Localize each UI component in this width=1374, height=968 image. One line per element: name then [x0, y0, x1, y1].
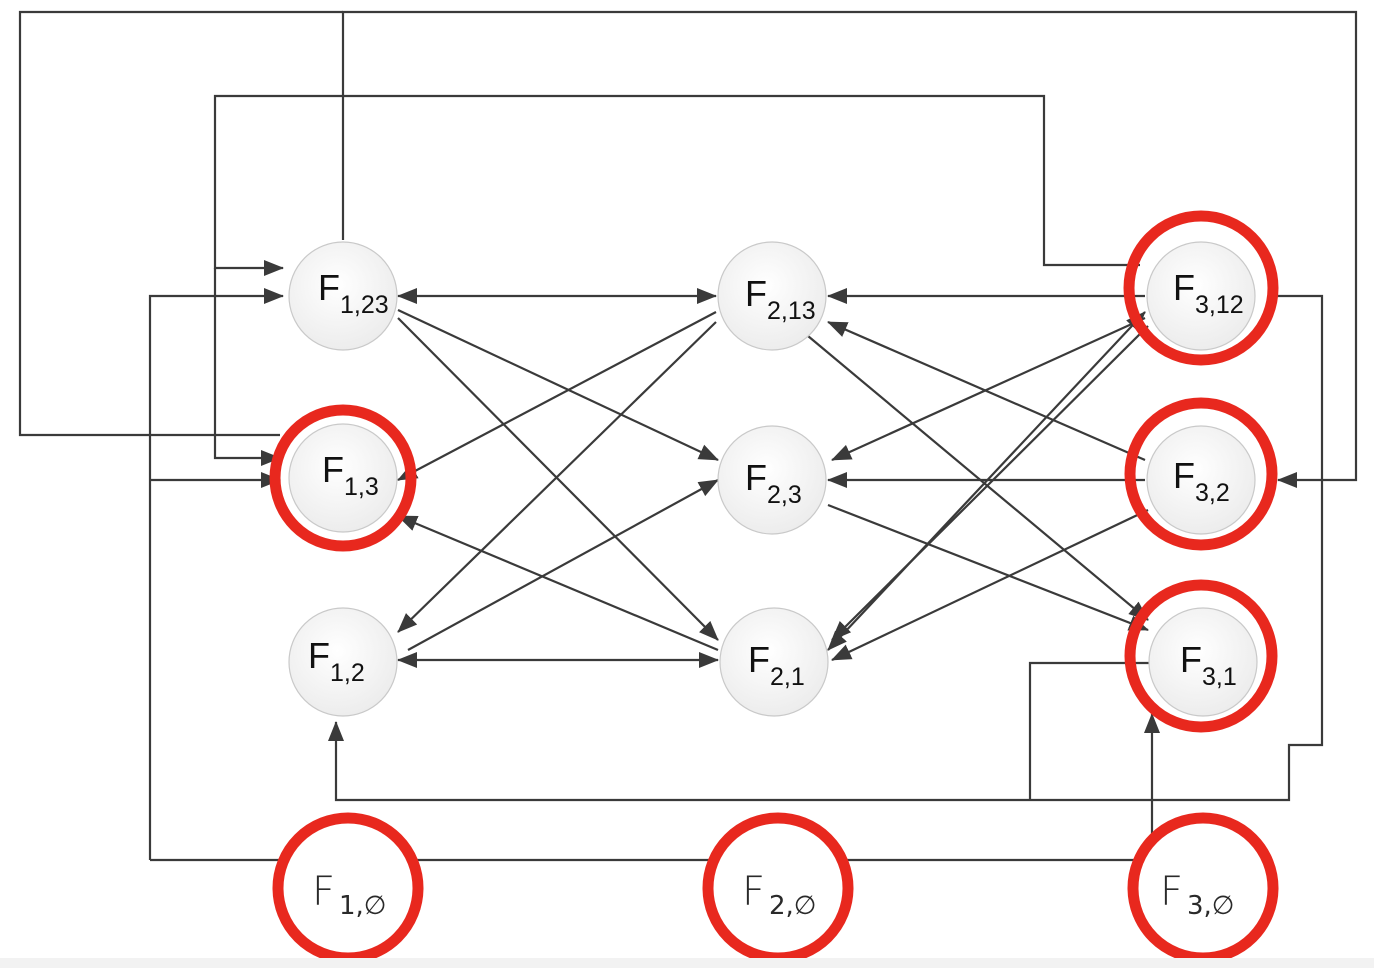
node-f2-13-sub: 2,13 — [767, 297, 816, 325]
node-f3-1-label: F — [1180, 639, 1202, 680]
node-f1-2-label: F — [308, 635, 330, 676]
node-f1-3-label: F — [322, 449, 344, 490]
edge-f3-1-to-bottom — [1028, 661, 1150, 800]
node-f1-23-sub: 1,23 — [340, 291, 389, 319]
node-f1-2: F 1,2 — [288, 607, 398, 717]
node-f1-3-sub: 1,3 — [344, 473, 379, 501]
edge-f2-1-to-f3-12 — [827, 311, 1146, 651]
node-f1-3: F 1,3 — [269, 404, 417, 552]
node-f1-empty-label: F — [312, 869, 335, 915]
edge-f1-23-to-f2-3 — [397, 309, 719, 461]
node-f2-empty: F 2,∅ — [702, 812, 854, 964]
edge-f1-23-to-f2-1 — [397, 317, 719, 641]
node-f3-2-sub: 3,2 — [1195, 479, 1230, 507]
edge-f2-13-to-f3-1 — [807, 335, 1149, 621]
nodes: F 1,23 F 1,3 F 1,2 F 2,13 F 2,3 — [269, 210, 1279, 733]
node-f3-12-sub: 3,12 — [1195, 291, 1244, 319]
node-f2-13-label: F — [745, 273, 767, 314]
highlight-ring — [1123, 210, 1279, 366]
node-f3-empty-label: F — [1160, 869, 1183, 915]
node-f1-2-sub: 1,2 — [330, 659, 365, 687]
node-f3-12-label: F — [1173, 267, 1195, 308]
node-f3-1: F 3,1 — [1124, 579, 1278, 733]
node-f2-1-label: F — [748, 639, 770, 680]
edge-f2-3-to-f3-1 — [827, 503, 1149, 632]
node-f1-empty: F 1,∅ — [272, 812, 424, 964]
highlight-ring — [1124, 579, 1278, 733]
node-f2-3-label: F — [745, 457, 767, 498]
edge-f3-2-to-f2-1 — [831, 509, 1149, 661]
node-f2-1-sub: 2,1 — [770, 663, 805, 691]
empty-nodes: F 1,∅ F 2,∅ F 3,∅ — [272, 812, 1279, 964]
node-f3-2-label: F — [1173, 455, 1195, 496]
highlight-ring — [269, 404, 417, 552]
node-f2-3: F 2,3 — [717, 425, 827, 535]
node-f1-23-label: F — [318, 267, 340, 308]
node-f1-23: F 1,23 — [288, 241, 398, 351]
edge-f3-12-to-f1-23 — [213, 94, 1140, 276]
edge-f2-13-to-f1-3 — [397, 311, 717, 481]
edge-f3-12-to-f2-1 — [831, 325, 1149, 641]
node-f3-empty-sub: 3,∅ — [1187, 891, 1234, 921]
node-f2-empty-sub: 2,∅ — [769, 891, 816, 921]
bottom-strip — [0, 958, 1374, 968]
node-f3-empty: F 3,∅ — [1127, 812, 1279, 964]
edge-f1-2-to-f2-3 — [407, 479, 719, 651]
node-f3-1-sub: 3,1 — [1202, 663, 1237, 691]
node-f3-2: F 3,2 — [1124, 397, 1278, 551]
routing-edges — [18, 10, 1358, 862]
highlight-ring — [1124, 397, 1278, 551]
edge-empty-to-f1-23 — [148, 288, 284, 860]
direct-edges — [397, 288, 1149, 668]
edge-left-loop-to-f1-3 — [18, 10, 343, 437]
edge-f1-23-to-f3-2 — [341, 10, 1358, 488]
node-f2-3-sub: 2,3 — [767, 481, 802, 509]
edge-loop-to-f1-3-upper — [213, 268, 281, 466]
node-f1-empty-sub: 1,∅ — [339, 891, 386, 921]
node-f2-13: F 2,13 — [717, 241, 827, 351]
edge-f2-13-to-f1-2 — [397, 321, 717, 633]
node-f3-12: F 3,12 — [1123, 210, 1279, 366]
edge-f2-1-to-f1-3 — [397, 514, 719, 652]
node-f2-empty-label: F — [742, 869, 765, 915]
edge-f3-12-to-f1-2 — [328, 294, 1324, 802]
node-f2-1: F 2,1 — [719, 607, 829, 717]
